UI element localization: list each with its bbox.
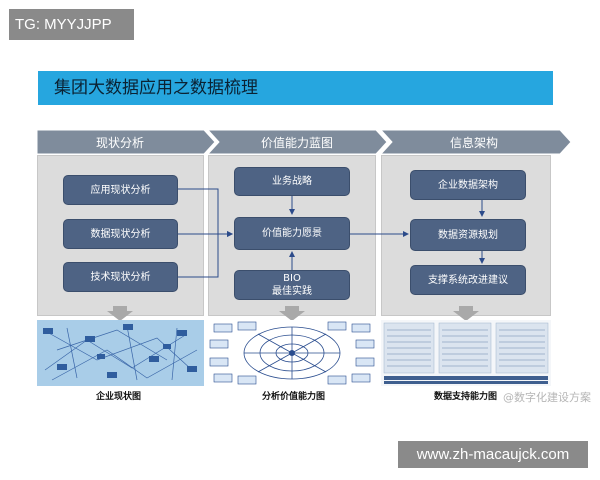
- data-resource-planning-box: 数据资源规划: [410, 219, 526, 251]
- support-system-improvement-box: 支撑系统改进建议: [410, 265, 526, 295]
- down-arrow-3: [453, 306, 479, 321]
- connector-lines: [107, 188, 485, 321]
- down-arrow-1: [107, 306, 133, 321]
- enterprise-data-architecture-box: 企业数据架构: [410, 170, 526, 200]
- source-watermark: @数字化建设方案: [503, 391, 591, 404]
- stage-chevron-bar: 现状分析 价值能力蓝图 信息架构: [36, 129, 572, 155]
- enterprise-status-thumbnail: [37, 320, 204, 386]
- connector-app-to-vision: [178, 188, 233, 237]
- bio-best-practice-box: BIO 最佳实践: [234, 270, 350, 300]
- stage-chevron-1: [36, 129, 216, 155]
- page-title: 集团大数据应用之数据梳理: [54, 78, 258, 98]
- caption-enterprise-status: 企业现状图: [96, 392, 142, 402]
- data-status-analysis-box: 数据现状分析: [63, 219, 178, 249]
- value-capability-vision-box: 价值能力愿景: [234, 217, 350, 250]
- watermark-bottom-right: www.zh-macaujck.com: [398, 441, 588, 468]
- app-status-analysis-box: 应用现状分析: [63, 175, 178, 205]
- stage-label-2: 价值能力蓝图: [261, 135, 333, 150]
- caption-value-capability: 分析价值能力图: [262, 392, 326, 402]
- value-capability-thumbnail: [208, 320, 376, 386]
- bio-label: BIO: [283, 273, 301, 284]
- data-support-thumbnail: [381, 320, 551, 386]
- down-arrow-2: [279, 306, 305, 321]
- stage-label-3: 信息架构: [450, 135, 498, 150]
- tech-status-analysis-box: 技术现状分析: [63, 262, 178, 292]
- watermark-top-left: TG: MYYJJPP: [9, 9, 134, 40]
- stage-chevron-3: [379, 129, 572, 155]
- caption-data-support: 数据支持能力图: [434, 392, 498, 402]
- business-strategy-box: 业务战略: [234, 167, 350, 196]
- best-practice-label: 最佳实践: [272, 286, 312, 297]
- stage-label-1: 现状分析: [96, 136, 144, 150]
- connector-tech-to-vision: [178, 234, 219, 278]
- title-banner: 集团大数据应用之数据梳理: [38, 71, 553, 105]
- stage-chevron-2: [206, 129, 388, 155]
